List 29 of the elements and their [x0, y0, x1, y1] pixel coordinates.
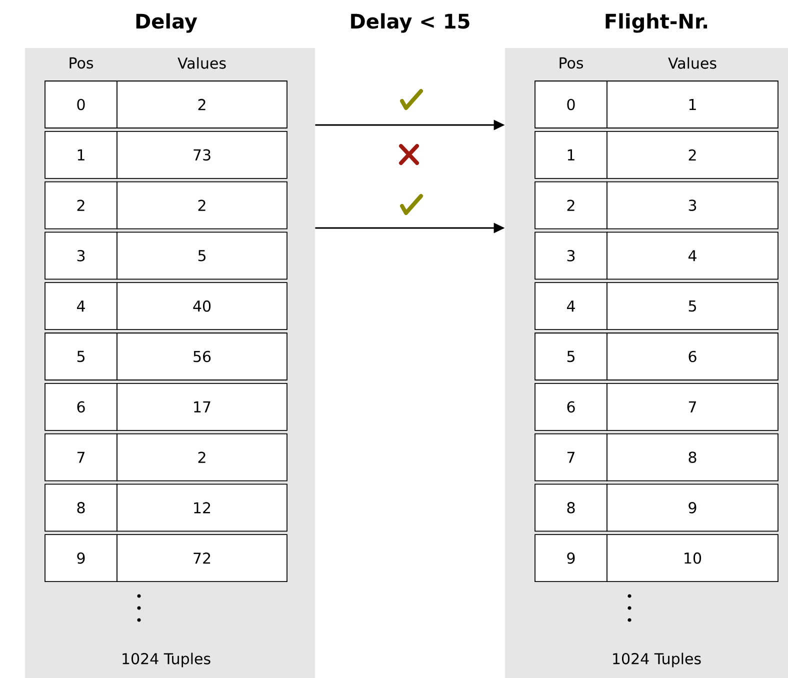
position-cell: 5: [534, 332, 608, 380]
position-cell: 1: [44, 130, 118, 179]
column-title: Flight-Nr.: [606, 13, 708, 33]
position-cell: 8: [44, 484, 118, 532]
position-cell: 0: [44, 80, 118, 128]
position-cell: 2: [534, 181, 608, 230]
position-cell: 2: [44, 181, 118, 230]
position-cell: 9: [534, 534, 608, 582]
position-cell: 9: [44, 534, 118, 582]
column-header: Pos: [560, 57, 584, 69]
position-cell: 4: [534, 282, 608, 330]
column-title: Delay: [136, 13, 198, 33]
position-cell: 1: [534, 130, 608, 179]
position-cell: 7: [534, 433, 608, 482]
position-cell: 5: [44, 332, 118, 380]
position-cell: 6: [44, 382, 118, 431]
position-cell: 8: [534, 484, 608, 532]
column-header: Values: [668, 57, 716, 69]
position-cell: 3: [534, 232, 608, 280]
tuple-count: 1024 Tuples: [613, 652, 701, 668]
position-cell: 3: [44, 232, 118, 280]
condition-title: Delay < 15: [351, 13, 470, 33]
column-header: Pos: [70, 57, 94, 69]
position-cell: 4: [44, 282, 118, 330]
tuple-count: 1024 Tuples: [122, 652, 210, 668]
position-cell: 0: [534, 80, 608, 128]
position-cell: 7: [44, 433, 118, 482]
column-header: Values: [178, 57, 226, 69]
position-cell: 6: [534, 382, 608, 431]
